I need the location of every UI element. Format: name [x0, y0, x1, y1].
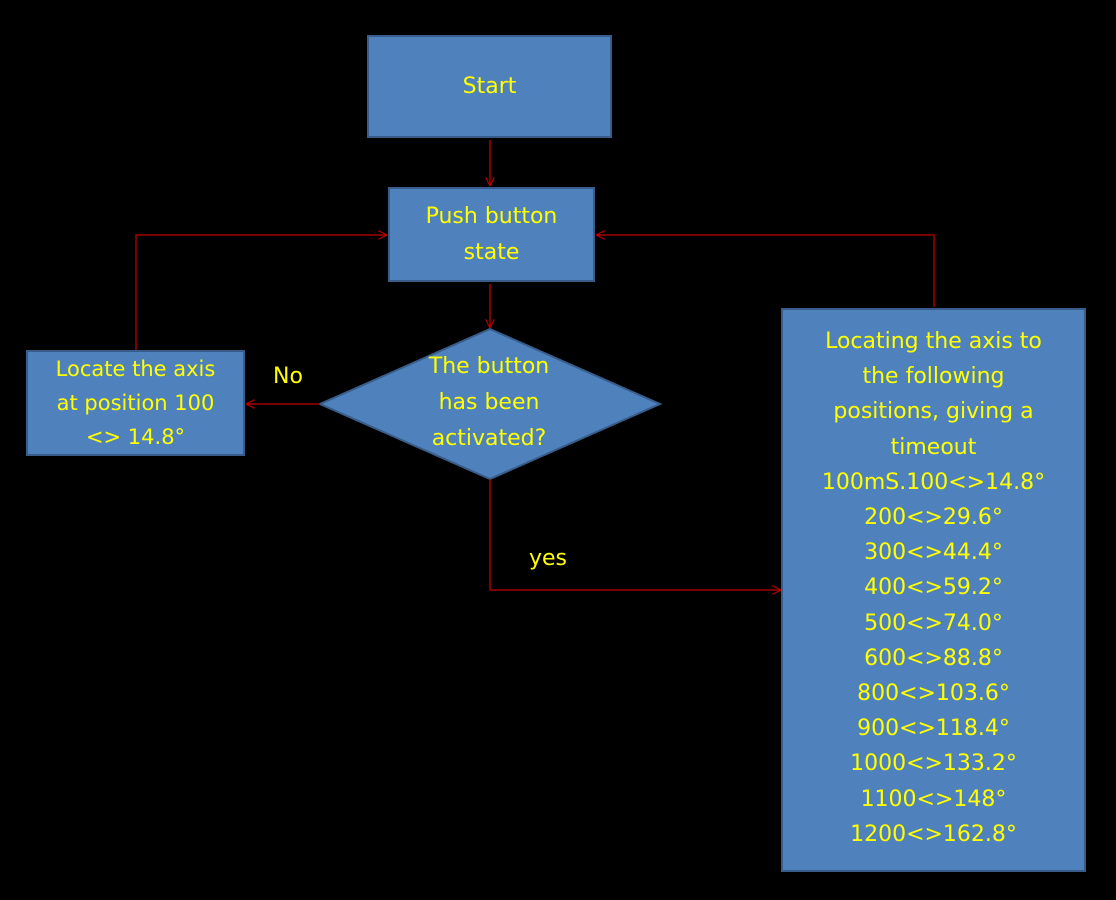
node-text-line: positions, giving a	[833, 399, 1034, 425]
node-text-line: Locate the axis	[55, 357, 216, 381]
node-text-line: 400<>59.2°	[864, 575, 1003, 601]
node-text-line: The button	[428, 354, 550, 379]
connector-right-loop	[596, 235, 935, 307]
node-text-line: state	[463, 239, 520, 265]
node-text-line: 1100<>148°	[860, 786, 1007, 812]
decision-label: The button has been activated?	[380, 349, 598, 457]
no-branch-label: No	[273, 364, 303, 389]
node-text-line: 200<>29.6°	[864, 505, 1003, 531]
node-text-line: Locating the axis to	[825, 329, 1042, 354]
node-text-line: 800<>103.6°	[857, 681, 1010, 707]
node-text-line: timeout	[890, 434, 977, 460]
connector-yes-branch	[489, 479, 781, 590]
locate-axis-node: Locate the axis at position 100 <> 14.8°	[26, 350, 245, 456]
push-button-state-node: Push button state	[388, 187, 595, 282]
node-text-line: 100mS.100<>14.8°	[821, 469, 1046, 495]
node-text-line: 900<>118.4°	[857, 716, 1010, 742]
node-text-line: 500<>74.0°	[864, 610, 1003, 636]
node-text-line: 300<>44.4°	[864, 540, 1003, 566]
node-text-line: Start	[462, 73, 517, 99]
node-text-line: 600<>88.8°	[864, 645, 1003, 671]
start-node: Start	[367, 35, 612, 138]
node-text-line: activated?	[431, 426, 547, 451]
node-text-line: Push button	[425, 203, 558, 229]
node-text-line: <> 14.8°	[85, 425, 186, 449]
locating-positions-node: Locating the axis to the following positio…	[781, 308, 1086, 872]
node-text-line: the following	[862, 364, 1005, 390]
connector-left-loop	[135, 235, 387, 350]
yes-branch-label: yes	[529, 546, 568, 571]
node-text-line: 1000<>133.2°	[850, 751, 1017, 777]
node-text-line: has been	[438, 390, 540, 415]
node-text-line: 1200<>162.8°	[850, 821, 1017, 847]
node-text-line: at position 100	[56, 391, 215, 415]
